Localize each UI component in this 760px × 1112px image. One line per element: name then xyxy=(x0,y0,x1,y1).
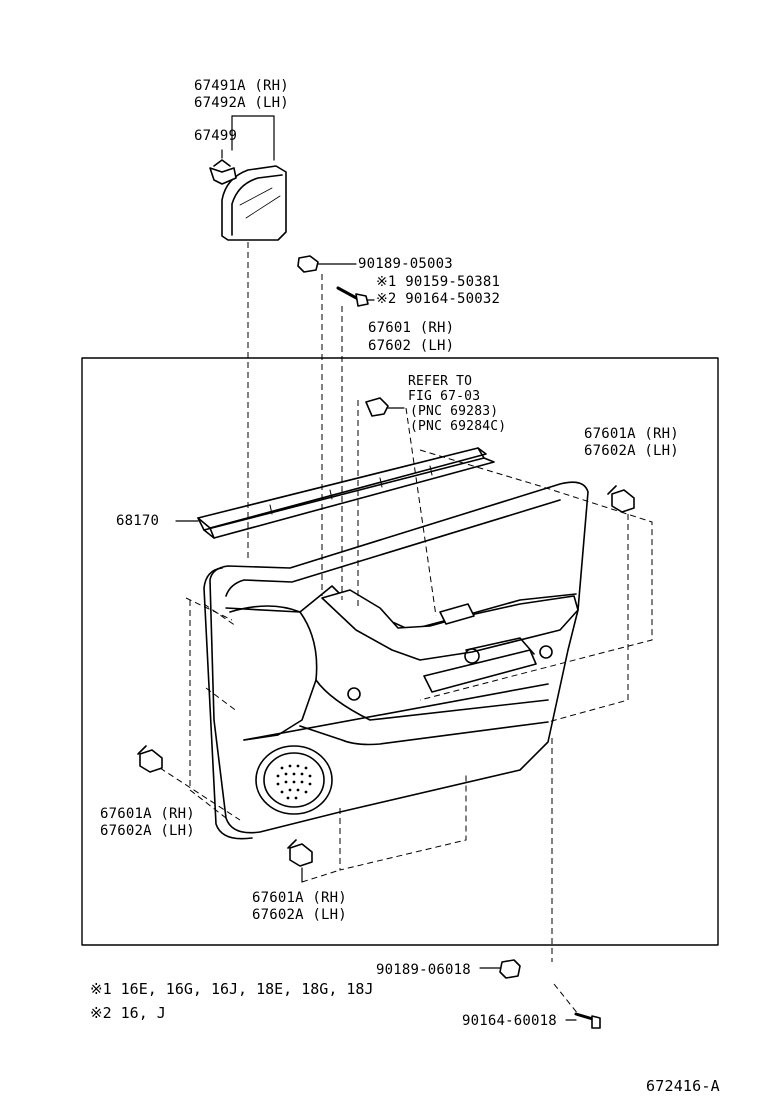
refer-line-4: (PNC 69284C) xyxy=(410,419,507,434)
panel-frame xyxy=(81,357,719,946)
clip-top-right-rh-label: 67601A (RH) xyxy=(584,426,679,442)
refer-line-3: (PNC 69283) xyxy=(410,404,499,419)
door-trim-panel xyxy=(203,481,589,840)
refer-line-1: REFER TO xyxy=(408,374,473,389)
screw-c-label: ※2 90164-50032 xyxy=(376,291,501,307)
bolt-label: 90164-60018 xyxy=(462,1013,557,1029)
screw-a-label: 90189-05003 xyxy=(358,256,453,272)
bolt-90164 xyxy=(565,1012,601,1029)
footnote-1: ※1 16E, 16G, 16J, 18E, 18G, 18J xyxy=(90,980,374,998)
vent-clip-label: 67499 xyxy=(194,128,238,144)
clip-bottom-rh-label: 67601A (RH) xyxy=(252,890,347,906)
clip-bottom xyxy=(287,839,313,867)
clip-top-right-lh-label: 67602A (LH) xyxy=(584,443,679,459)
figure-id: 672416-A xyxy=(646,1077,720,1095)
panel-lh-label: 67602 (LH) xyxy=(368,338,455,354)
nut-label: 90189-06018 xyxy=(376,962,471,978)
footnote-2: ※2 16, J xyxy=(90,1004,166,1022)
vent-clip xyxy=(209,159,237,185)
clip-bottom-lh-label: 67602A (LH) xyxy=(252,907,347,923)
clip-top-right xyxy=(607,485,635,513)
clip-left-lh-label: 67602A (LH) xyxy=(100,823,195,839)
clip-left xyxy=(137,745,163,773)
vent-cover-lh-label: 67492A (LH) xyxy=(194,95,289,111)
vent-cover xyxy=(221,165,287,241)
panel-rh-label: 67601 (RH) xyxy=(368,320,455,336)
screw-b-label: ※1 90159-50381 xyxy=(376,274,501,290)
refer-clip xyxy=(365,397,405,417)
refer-line-2: FIG 67-03 xyxy=(408,389,481,404)
screw-90189 xyxy=(297,255,357,273)
screw-90159 xyxy=(336,286,375,307)
weatherstrip-label: 68170 xyxy=(116,513,160,529)
clip-left-rh-label: 67601A (RH) xyxy=(100,806,195,822)
nut-90189 xyxy=(479,959,521,979)
vent-cover-rh-label: 67491A (RH) xyxy=(194,78,289,94)
